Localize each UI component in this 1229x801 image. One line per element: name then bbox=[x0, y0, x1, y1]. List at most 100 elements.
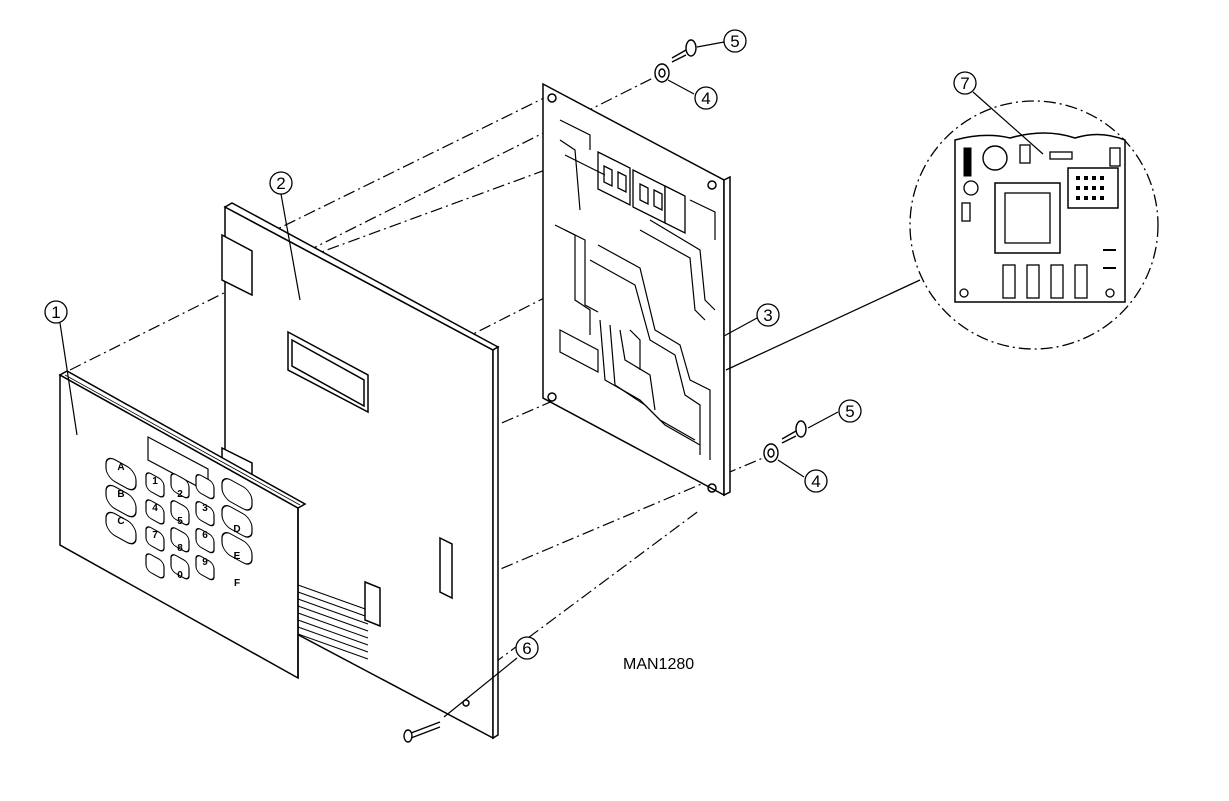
key[interactable] bbox=[105, 482, 137, 521]
callout-2-label: 2 bbox=[276, 174, 285, 193]
ribbon-connector bbox=[364, 580, 381, 628]
leader-2 bbox=[280, 193, 301, 301]
detail-component bbox=[963, 147, 972, 177]
back-panel-screw-hole bbox=[462, 699, 470, 707]
key-label-row2-e: E bbox=[234, 551, 241, 562]
screw-shank bbox=[410, 721, 441, 739]
key[interactable] bbox=[221, 475, 253, 514]
detail-component bbox=[1049, 151, 1073, 160]
key[interactable] bbox=[195, 527, 215, 555]
detail-ic bbox=[1050, 264, 1064, 299]
callout-5a: 5 bbox=[723, 29, 747, 53]
key[interactable] bbox=[195, 473, 215, 501]
segment bbox=[603, 164, 627, 194]
detail-capacitor bbox=[982, 145, 1008, 171]
ribbon-wire bbox=[297, 633, 369, 660]
nut-hole bbox=[658, 68, 666, 78]
screw-head bbox=[795, 420, 807, 438]
key[interactable] bbox=[145, 471, 165, 499]
key-label-row3-c: 8 bbox=[177, 543, 183, 554]
trace bbox=[619, 329, 656, 411]
key[interactable] bbox=[105, 455, 137, 494]
key-label-row1-e: D bbox=[233, 524, 240, 535]
leader-5a bbox=[696, 41, 725, 48]
callout-2: 2 bbox=[269, 171, 293, 195]
leader-6 bbox=[443, 657, 518, 718]
callout-1: 1 bbox=[44, 300, 68, 324]
key[interactable] bbox=[170, 553, 190, 581]
key[interactable] bbox=[145, 498, 165, 526]
trace bbox=[599, 319, 696, 441]
callout-4b: 4 bbox=[804, 469, 828, 493]
leader-1 bbox=[59, 322, 78, 436]
nut-top bbox=[654, 63, 670, 83]
detail-connector bbox=[1067, 167, 1119, 209]
key[interactable] bbox=[105, 509, 137, 548]
board-mount-hole bbox=[707, 180, 717, 190]
callout-7-label: 7 bbox=[960, 74, 969, 93]
board-outline bbox=[542, 82, 725, 497]
trace bbox=[559, 139, 581, 211]
leader-4a bbox=[667, 79, 695, 95]
key[interactable] bbox=[195, 500, 215, 528]
detail-ic bbox=[1026, 264, 1040, 299]
ribbon-cable bbox=[297, 580, 381, 660]
key-label-row2-d: 6 bbox=[202, 530, 208, 541]
leader-4b bbox=[777, 459, 805, 478]
callout-3: 3 bbox=[756, 303, 780, 327]
digit-display bbox=[664, 184, 686, 235]
nut-hole bbox=[767, 448, 775, 458]
key[interactable] bbox=[145, 552, 165, 580]
callout-4a-label: 4 bbox=[701, 89, 710, 108]
ribbon-wire bbox=[297, 619, 369, 646]
screw-top bbox=[671, 39, 697, 63]
board-traces bbox=[554, 119, 716, 460]
detail-board bbox=[954, 132, 1126, 303]
detail-component bbox=[1019, 144, 1031, 164]
detail-ic bbox=[1002, 264, 1016, 299]
key-label-row1-d: 3 bbox=[202, 503, 208, 514]
screw-panel bbox=[403, 721, 441, 743]
board-mount-hole bbox=[547, 93, 557, 103]
callouts: 1 2 3 4 4 5 5 6 bbox=[44, 29, 977, 660]
detail-leader-line bbox=[725, 279, 921, 371]
detail-circle bbox=[909, 100, 1159, 350]
key-label-row1-b: 1 bbox=[152, 476, 158, 487]
trace bbox=[564, 154, 606, 176]
ribbon-wire bbox=[297, 591, 369, 618]
callout-7: 7 bbox=[953, 71, 977, 95]
leader-7 bbox=[972, 91, 1044, 155]
leader-3 bbox=[723, 317, 758, 337]
back-panel-tab-top bbox=[221, 233, 253, 297]
ribbon-wire bbox=[297, 598, 369, 625]
trace bbox=[689, 199, 716, 240]
trace bbox=[629, 329, 641, 370]
key-label-row1-c: 2 bbox=[177, 489, 183, 500]
keypad-key-labels: A 1 2 3 D B 4 5 6 E C 7 8 9 F 0 bbox=[117, 462, 240, 589]
callout-3-label: 3 bbox=[763, 306, 772, 325]
callout-6-label: 6 bbox=[522, 639, 531, 658]
key[interactable] bbox=[170, 526, 190, 554]
leader-5b bbox=[807, 411, 839, 429]
key-label-row3-e: F bbox=[234, 578, 240, 589]
key[interactable] bbox=[195, 554, 215, 582]
key-label-row3-a: C bbox=[117, 516, 124, 527]
callout-5a-label: 5 bbox=[730, 32, 739, 51]
projection-line-upper bbox=[244, 94, 551, 246]
key[interactable] bbox=[221, 502, 253, 541]
trace bbox=[564, 229, 599, 313]
key[interactable] bbox=[170, 472, 190, 500]
trace bbox=[649, 219, 716, 311]
detail-mount-hole bbox=[1105, 288, 1115, 298]
ribbon-wire bbox=[297, 584, 369, 611]
keypad-keys bbox=[105, 455, 253, 582]
key[interactable] bbox=[145, 525, 165, 553]
detail-transformer bbox=[994, 182, 1061, 254]
key[interactable] bbox=[170, 499, 190, 527]
ribbon-wire bbox=[297, 626, 369, 653]
key[interactable] bbox=[221, 529, 253, 568]
trace bbox=[559, 119, 591, 150]
trace bbox=[639, 229, 706, 321]
